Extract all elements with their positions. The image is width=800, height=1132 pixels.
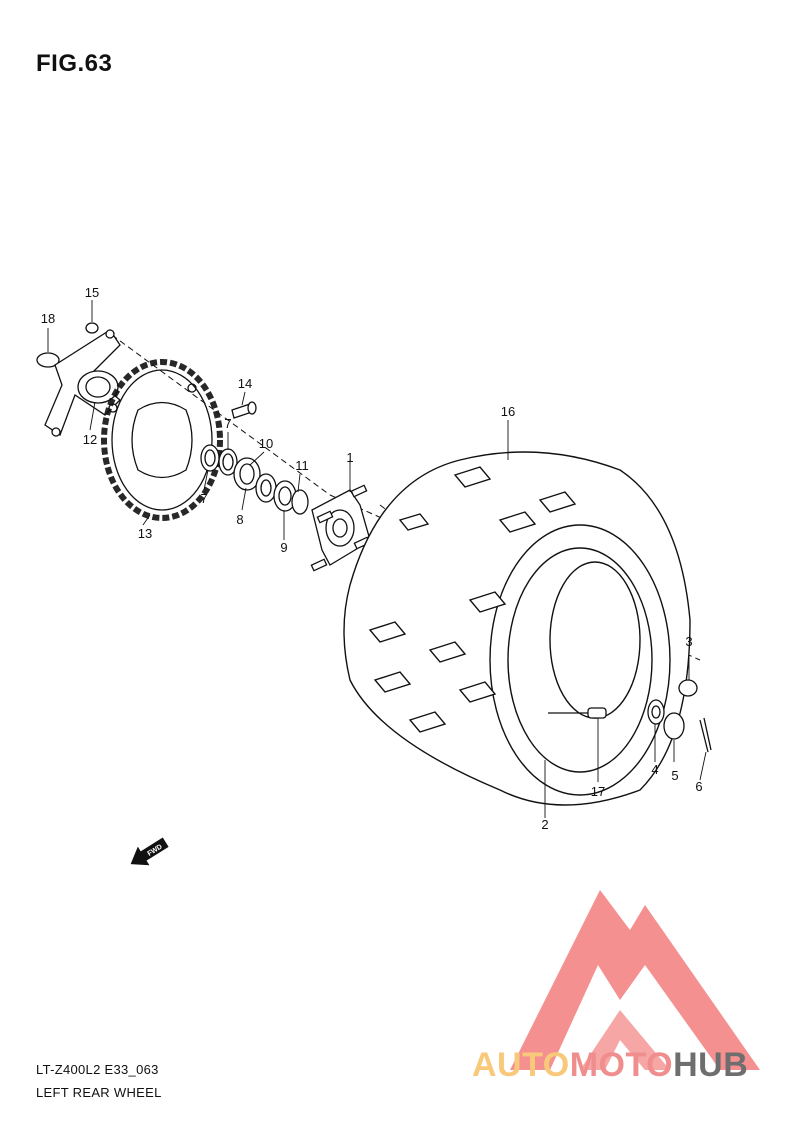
callout-4: 4 xyxy=(651,762,658,777)
model-code: LT-Z400L2 E33_063 xyxy=(36,1062,159,1077)
callout-5: 5 xyxy=(671,768,678,783)
callout-12: 12 xyxy=(83,432,97,447)
callout-13: 13 xyxy=(138,526,152,541)
part-13-sprocket xyxy=(101,359,223,521)
callout-18: 18 xyxy=(41,311,55,326)
callout-9: 9 xyxy=(280,540,287,555)
callout-14: 14 xyxy=(238,376,252,391)
part-14-bolt xyxy=(231,401,257,419)
callout-3: 3 xyxy=(685,634,692,649)
callout-10: 10 xyxy=(259,436,273,451)
callout-16: 16 xyxy=(501,404,515,419)
callout-7-top: 7 xyxy=(224,416,231,431)
callout-6: 6 xyxy=(695,779,702,794)
part-1-wheel-hub xyxy=(310,484,371,572)
part-18-o-ring xyxy=(36,352,60,368)
fwd-arrow-icon: FWD xyxy=(130,837,169,866)
parts-hub-stack xyxy=(200,444,309,515)
figure-title: FIG.63 xyxy=(36,50,113,77)
part-12-sprocket-hub xyxy=(44,329,121,437)
automotohub-logo-mark xyxy=(510,890,760,1070)
parts-axle-fasteners xyxy=(647,679,712,753)
automotohub-watermark: AUTOMOTOHUB xyxy=(472,1046,749,1084)
callout-7-bottom: 7 xyxy=(200,491,207,506)
callout-17: 17 xyxy=(591,784,605,799)
assembly-name: LEFT REAR WHEEL xyxy=(36,1085,162,1100)
callout-8: 8 xyxy=(236,512,243,527)
callout-2: 2 xyxy=(541,817,548,832)
part-17-valve xyxy=(548,707,607,719)
callout-1: 1 xyxy=(346,450,353,465)
part-15-nut xyxy=(85,322,99,334)
callout-15: 15 xyxy=(85,285,99,300)
fwd-label: FWD xyxy=(146,843,163,857)
part-16-tire xyxy=(343,451,691,806)
callout-11: 11 xyxy=(295,458,309,473)
